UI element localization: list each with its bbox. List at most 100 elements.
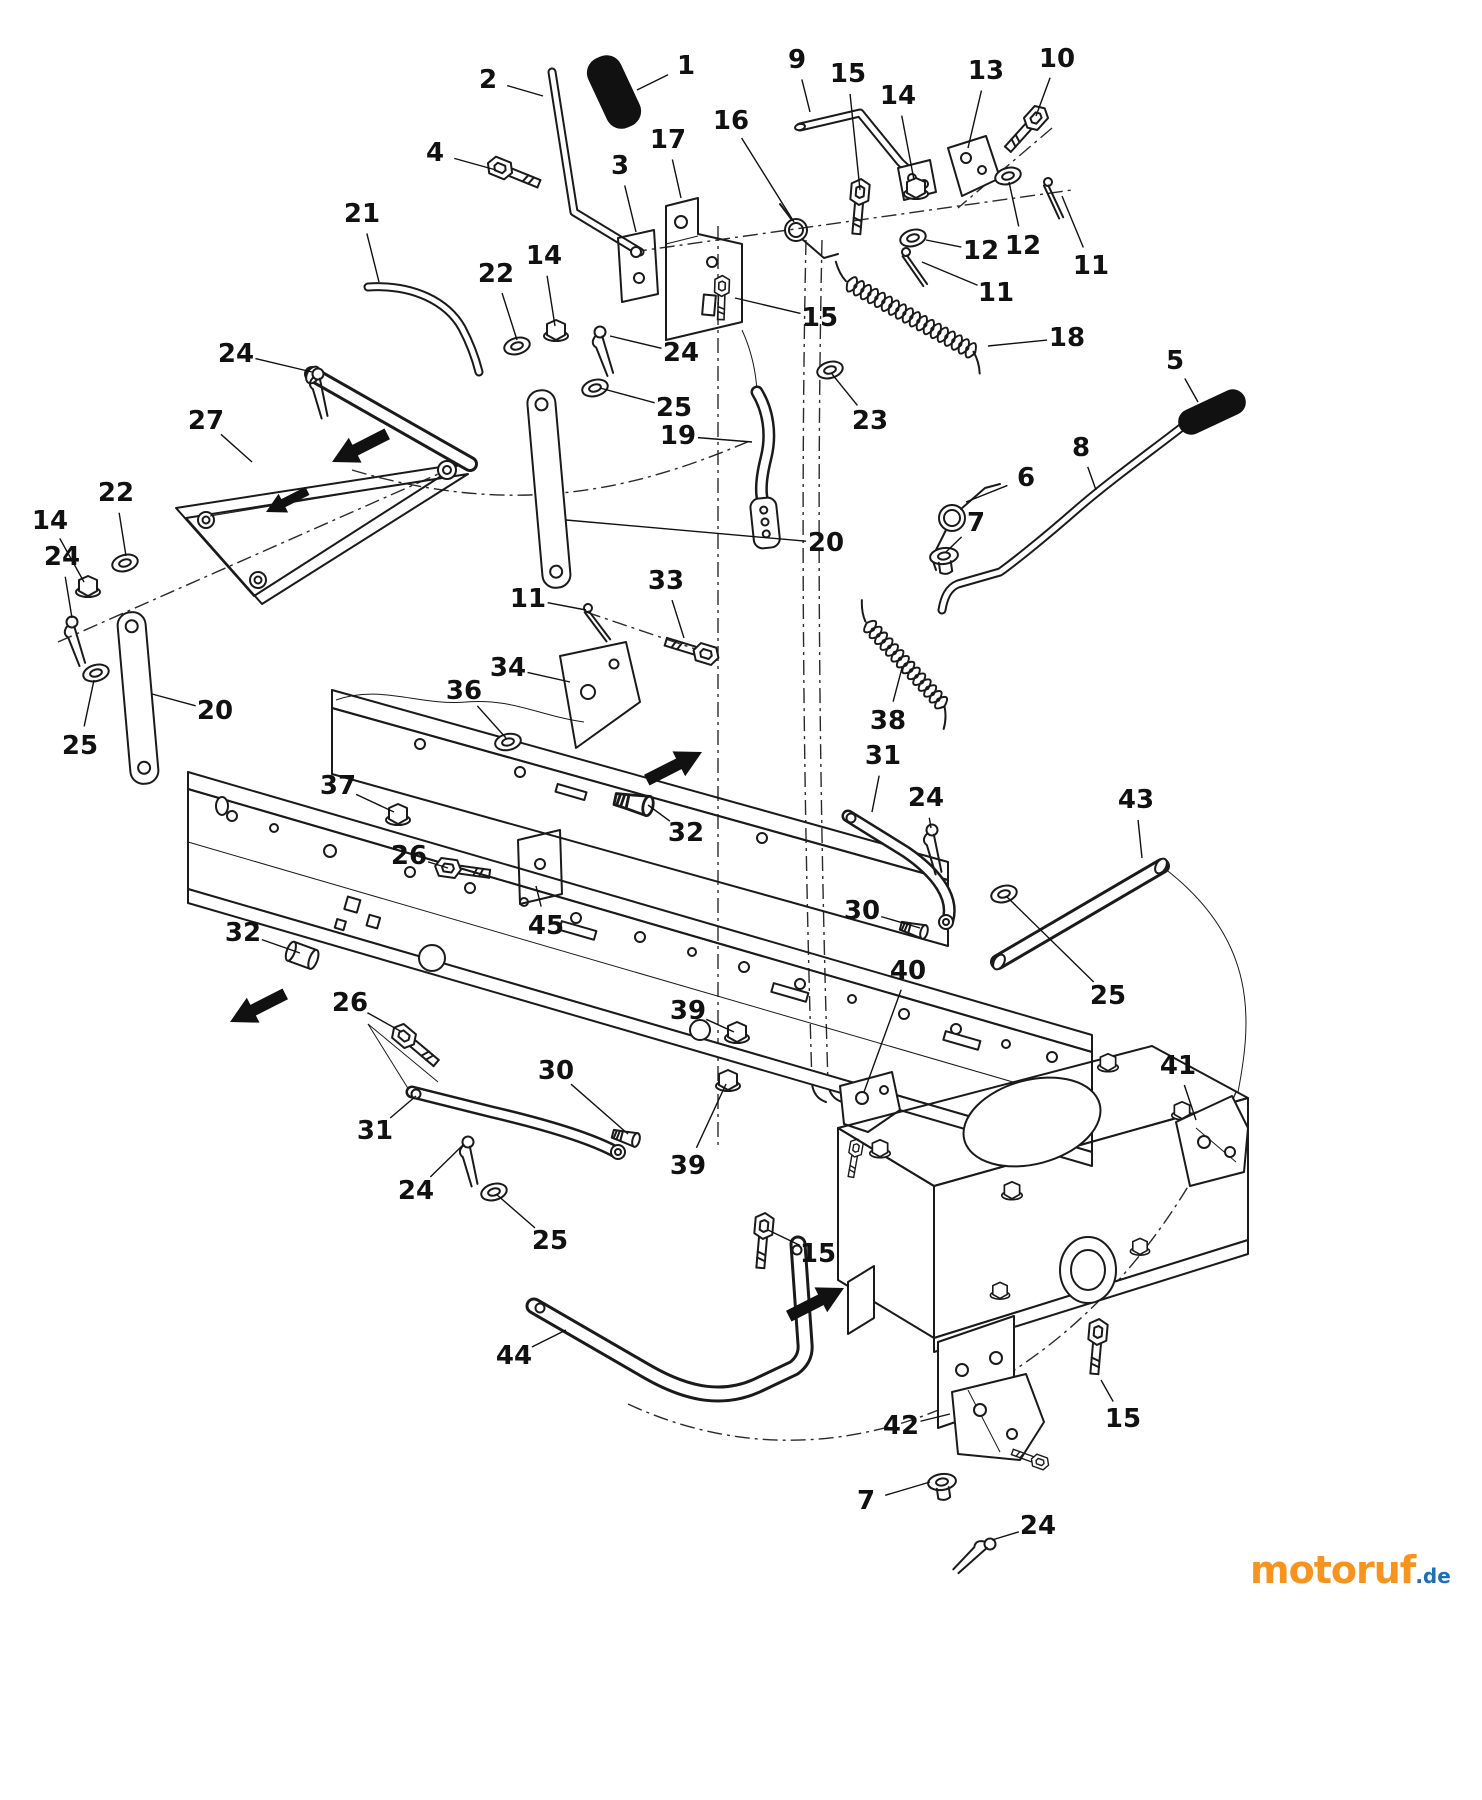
- bolt-head: [989, 1281, 1011, 1300]
- callout-leader: [1100, 1379, 1114, 1402]
- callout-leader: [1005, 895, 1095, 983]
- callout-leader: [1008, 181, 1020, 227]
- washer-7: [928, 545, 962, 577]
- callout-30: 30: [538, 1056, 574, 1086]
- callout-leader: [920, 1413, 951, 1422]
- coil-spring: [860, 599, 949, 730]
- callout-26: 26: [391, 841, 427, 871]
- grip-1: [586, 55, 642, 129]
- callout-17: 17: [650, 125, 686, 155]
- direction-arrows: [223, 421, 851, 1329]
- callout-21: 21: [344, 199, 380, 229]
- bracket-17: [665, 197, 743, 341]
- callout-31: 31: [865, 741, 901, 771]
- callout-11: 11: [1073, 251, 1109, 281]
- callout-leader: [427, 861, 449, 869]
- callout-leader: [945, 536, 963, 553]
- callout-leader: [987, 339, 1048, 347]
- callout-31: 31: [357, 1116, 393, 1146]
- callout-leader: [151, 693, 196, 707]
- callout-leader: [454, 157, 497, 171]
- callout-41: 41: [1160, 1051, 1196, 1081]
- callout-14: 14: [526, 241, 562, 271]
- callout-2: 2: [479, 65, 497, 95]
- callout-25: 25: [656, 393, 692, 423]
- callout-leader: [928, 817, 932, 829]
- bolt-26: [432, 856, 492, 884]
- callout-24: 24: [398, 1176, 434, 1206]
- callout-leader: [609, 335, 662, 350]
- callout-45: 45: [528, 911, 564, 941]
- lift-arm-31-upper: [841, 809, 1020, 941]
- callout-24: 24: [663, 338, 699, 368]
- callout-leader: [570, 1083, 629, 1135]
- callout-leader: [261, 938, 301, 954]
- watermark[interactable]: motoruf.de: [1250, 1548, 1451, 1592]
- callout-leader: [697, 436, 753, 443]
- top-right-hardware: [814, 101, 1078, 383]
- washer-25: [988, 881, 1020, 907]
- bolt-15: [750, 1211, 776, 1270]
- nut-39: [715, 1069, 741, 1092]
- callout-leader: [767, 1229, 801, 1246]
- arrow-icon: [223, 981, 292, 1035]
- anchor-clip-40: [839, 1071, 901, 1179]
- callout-leader: [501, 292, 518, 341]
- callout-34: 34: [490, 653, 526, 683]
- callout-leader: [967, 90, 983, 149]
- bracket-41: [1175, 1095, 1249, 1187]
- bolt: [843, 1137, 865, 1179]
- callout-11: 11: [978, 278, 1014, 308]
- washer-12: [897, 225, 929, 251]
- callout-33: 33: [648, 566, 684, 596]
- plate-45: [517, 829, 563, 905]
- callout-leader: [871, 775, 880, 813]
- callout-leader: [1184, 378, 1199, 403]
- callout-leader: [624, 185, 637, 233]
- callout-9: 9: [788, 45, 806, 75]
- callout-39: 39: [670, 1151, 706, 1181]
- callout-4: 4: [426, 138, 444, 168]
- washer-25: [579, 375, 611, 401]
- callout-7: 7: [967, 508, 985, 538]
- washer-7: [926, 1471, 960, 1503]
- bolt-head: [868, 1138, 892, 1159]
- callout-leader: [476, 705, 507, 739]
- callout-leader: [884, 1481, 931, 1496]
- callout-leader: [636, 74, 669, 91]
- callout-24: 24: [218, 339, 254, 369]
- pin-11: [892, 245, 937, 288]
- callout-20: 20: [197, 696, 233, 726]
- callout-24: 24: [1020, 1511, 1056, 1541]
- pin-24: [450, 1134, 490, 1189]
- callout-leader: [705, 1018, 735, 1033]
- bolt-10: [1000, 101, 1053, 157]
- construction-lines: [57, 127, 1247, 1441]
- callout-3: 3: [611, 151, 629, 181]
- callout-26: 26: [332, 988, 368, 1018]
- callout-leader: [535, 885, 542, 907]
- callout-leader: [831, 373, 858, 406]
- bolt-15: [1084, 1317, 1110, 1376]
- bolt-head: [1096, 1052, 1120, 1073]
- callout-leader: [1087, 466, 1097, 491]
- callout-leader: [695, 1083, 727, 1149]
- callout-32: 32: [225, 918, 261, 948]
- lift-link-19: [741, 329, 781, 550]
- callout-40: 40: [890, 956, 926, 986]
- callout-leader: [901, 115, 915, 181]
- callout-leader: [734, 297, 801, 315]
- pivot-plate-weldment-27: [175, 365, 478, 605]
- lift-rod-21: [363, 282, 484, 377]
- callout-leader: [546, 275, 556, 327]
- bracket-34: [559, 641, 641, 749]
- torsion-spring-16: [779, 203, 839, 259]
- callout-leader: [355, 793, 395, 813]
- nut-37: [385, 803, 411, 826]
- callout-10: 10: [1039, 44, 1075, 74]
- bushing-32: [284, 940, 320, 970]
- pin-24: [586, 324, 622, 378]
- callout-leader: [389, 1095, 417, 1119]
